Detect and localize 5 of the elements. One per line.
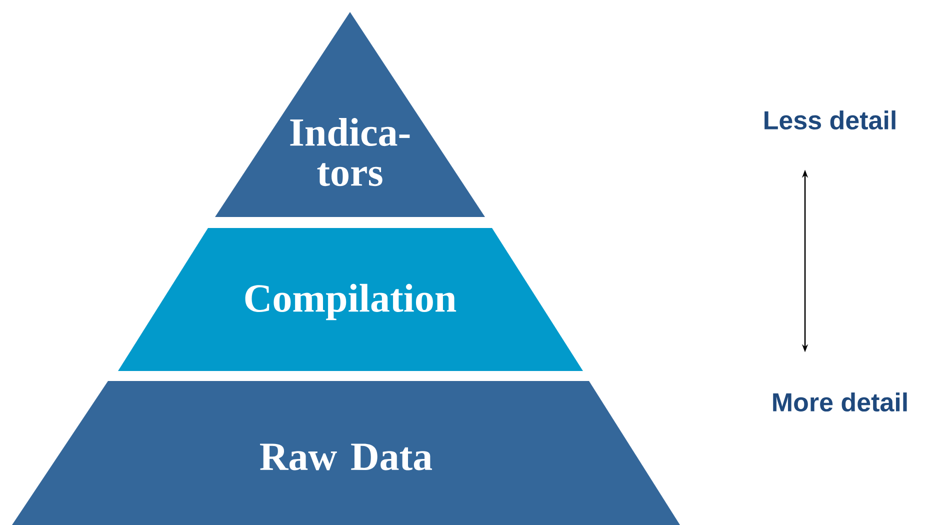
pyramid-tier: Compilation [118,228,583,371]
pyramid-tier: Raw Data [12,381,680,525]
side-label: More detail [773,392,907,412]
pyramid-tier: Indica- tors [215,12,485,217]
side-label: Less detail [764,110,896,130]
